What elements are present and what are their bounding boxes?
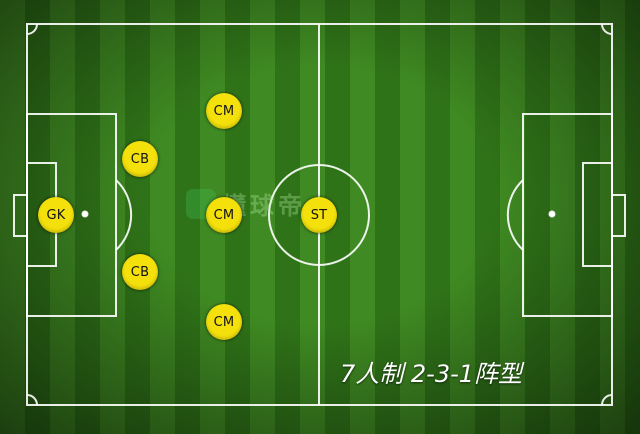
right-goal-area (582, 162, 613, 267)
player-gk: GK (38, 197, 74, 233)
corner-arc-bottom-left (26, 394, 38, 406)
player-st: ST (301, 197, 337, 233)
left-penalty-arc (115, 179, 133, 251)
right-penalty-area (522, 113, 613, 317)
player-cm-mid: CM (206, 197, 242, 233)
player-cm-bottom: CM (206, 304, 242, 340)
left-penalty-spot (81, 210, 89, 218)
player-cb-bottom: CB (122, 254, 158, 290)
corner-arc-bottom-right (601, 394, 613, 406)
left-goal (13, 194, 28, 237)
player-cm-top: CM (206, 93, 242, 129)
corner-arc-top-right (601, 23, 613, 35)
watermark: 懂球帝 (186, 186, 306, 221)
right-penalty-arc (506, 179, 524, 251)
right-penalty-spot (548, 210, 556, 218)
right-goal (611, 194, 626, 237)
formation-caption: 7人制 2-3-1阵型 (340, 360, 523, 388)
player-cb-top: CB (122, 141, 158, 177)
corner-arc-top-left (26, 23, 38, 35)
center-circle (268, 164, 370, 266)
